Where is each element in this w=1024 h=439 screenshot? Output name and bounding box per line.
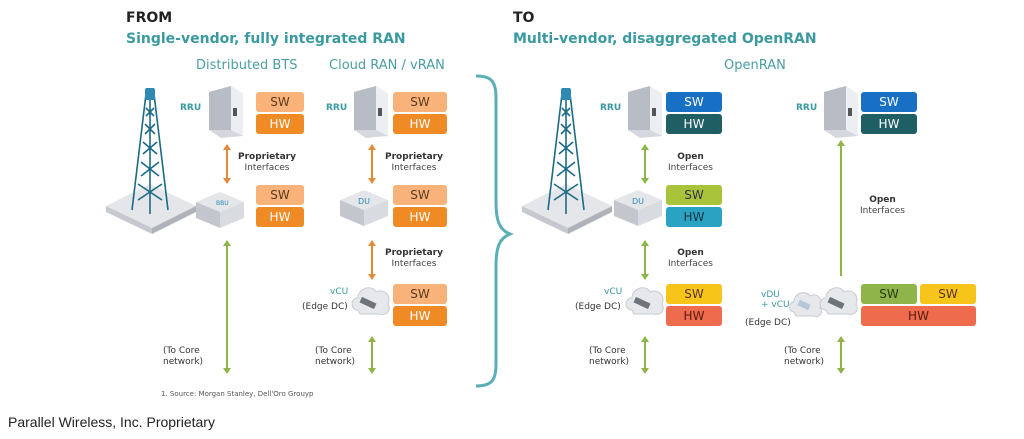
dbts-rru-hw-box: HW <box>256 114 304 134</box>
dbts-core-label: (To Core network) <box>163 346 203 368</box>
open-interface2-label: Open Interfaces <box>668 248 713 270</box>
dbts-interface-label: Proprietary Interfaces <box>238 152 296 174</box>
interface-sub: Interfaces <box>244 163 290 173</box>
open-link-arrow <box>641 144 649 184</box>
cran-du-sw-box: SW <box>393 185 447 205</box>
open-b-rru-sw-box: SW <box>861 92 917 112</box>
open-b-cu-sw-box: SW <box>920 284 976 304</box>
bbu-text: BBU <box>216 200 229 207</box>
rru-label: RRU <box>180 103 202 113</box>
open-a-core-label: (To Core network) <box>589 346 629 368</box>
interface-type: Proprietary <box>385 248 443 258</box>
open-link-arrow <box>837 140 845 276</box>
core-line2: network) <box>784 357 825 367</box>
rru-device-icon <box>824 86 858 138</box>
open-vcu-hw-box: HW <box>666 306 722 326</box>
core-line1: (To Core <box>784 346 821 356</box>
vcu-text: + vCU <box>761 300 790 310</box>
open-b-du-sw-box: SW <box>861 284 917 304</box>
cran-vcu-sw-box: SW <box>393 284 447 304</box>
interface-sub: Interfaces <box>668 163 713 173</box>
interface-type: Open <box>869 195 896 205</box>
cloud-server-icon <box>625 287 664 315</box>
dbts-rru-sw-box: SW <box>256 92 304 112</box>
vcu-label: vCU <box>604 287 623 297</box>
edge-dc-label: (Edge DC) <box>745 318 791 328</box>
interface-sub: Interfaces <box>860 206 905 216</box>
du-device-icon: DU <box>614 190 662 226</box>
open-b-rru-hw-box: HW <box>861 114 917 134</box>
dbts-bbu-sw-box: SW <box>256 185 304 205</box>
core-line1: (To Core <box>315 346 352 356</box>
source-note: 1. Source: Morgan Stanley, Dell'Oro Grou… <box>161 390 314 398</box>
open-b-interface-label: Open Interfaces <box>860 195 905 217</box>
to-heading: TO <box>513 10 535 26</box>
core-line1: (To Core <box>163 346 200 356</box>
cloud-server-icon <box>819 287 858 315</box>
rru-device-icon <box>354 86 388 138</box>
open-du-hw-box: HW <box>666 207 722 227</box>
rru-label: RRU <box>600 103 622 113</box>
open-interface1-label: Open Interfaces <box>668 152 713 174</box>
du-text: DU <box>358 197 370 206</box>
proprietary-link-arrow <box>368 144 376 184</box>
core-line1: (To Core <box>589 346 626 356</box>
bbu-device-icon: BBU <box>196 192 244 228</box>
cloud-du-icon <box>789 292 823 317</box>
cloud-ran-title: Cloud RAN / vRAN <box>329 58 445 73</box>
transition-brace <box>475 74 515 388</box>
cloud-server-icon <box>351 287 390 315</box>
cran-vcu-hw-box: HW <box>393 306 447 326</box>
distributed-bts-title: Distributed BTS <box>196 58 298 73</box>
interface-sub: Interfaces <box>391 163 437 173</box>
open-du-sw-box: SW <box>666 185 722 205</box>
cran-interface1-label: Proprietary Interfaces <box>385 152 443 174</box>
core-link-arrow <box>641 336 649 374</box>
vdu-text: vDU <box>761 290 780 300</box>
cran-du-hw-box: HW <box>393 207 447 227</box>
core-line2: network) <box>315 357 356 367</box>
open-rru-hw-box: HW <box>666 114 722 134</box>
proprietary-link-arrow <box>368 240 376 280</box>
open-link-arrow <box>641 240 649 280</box>
core-link-arrow <box>368 336 376 374</box>
du-device-icon: DU <box>340 190 388 226</box>
footer-proprietary: Parallel Wireless, Inc. Proprietary <box>8 414 215 430</box>
rru-label: RRU <box>326 103 348 113</box>
cell-tower-icon <box>522 88 612 234</box>
core-line2: network) <box>589 357 630 367</box>
interface-type: Open <box>677 248 704 258</box>
edge-dc-label: (Edge DC) <box>302 302 348 312</box>
vdu-vcu-label: vDU + vCU <box>761 290 790 310</box>
core-link-arrow <box>223 240 231 374</box>
core-link-arrow <box>837 336 845 374</box>
proprietary-link-arrow <box>223 144 231 184</box>
vcu-label: vCU <box>330 287 349 297</box>
to-subheading: Multi-vendor, disaggregated OpenRAN <box>513 31 817 47</box>
cran-rru-hw-box: HW <box>393 114 447 134</box>
from-heading: FROM <box>126 10 173 26</box>
cran-interface2-label: Proprietary Interfaces <box>385 248 443 270</box>
cran-core-label: (To Core network) <box>315 346 355 368</box>
interface-sub: Interfaces <box>391 259 437 269</box>
interface-sub: Interfaces <box>668 259 713 269</box>
open-vcu-sw-box: SW <box>666 284 722 304</box>
open-b-core-label: (To Core network) <box>784 346 824 368</box>
interface-type: Open <box>677 152 704 162</box>
edge-dc-label: (Edge DC) <box>575 302 621 312</box>
core-line2: network) <box>163 357 204 367</box>
rru-device-icon <box>209 86 243 138</box>
openran-title: OpenRAN <box>724 58 786 73</box>
rru-device-icon <box>628 86 662 138</box>
dbts-bbu-hw-box: HW <box>256 207 304 227</box>
open-rru-sw-box: SW <box>666 92 722 112</box>
interface-type: Proprietary <box>385 152 443 162</box>
rru-label: RRU <box>796 103 818 113</box>
open-b-shared-hw-box: HW <box>861 306 976 326</box>
interface-type: Proprietary <box>238 152 296 162</box>
du-text: DU <box>632 197 644 206</box>
cell-tower-icon <box>106 88 196 234</box>
from-subheading: Single-vendor, fully integrated RAN <box>126 31 406 47</box>
cran-rru-sw-box: SW <box>393 92 447 112</box>
